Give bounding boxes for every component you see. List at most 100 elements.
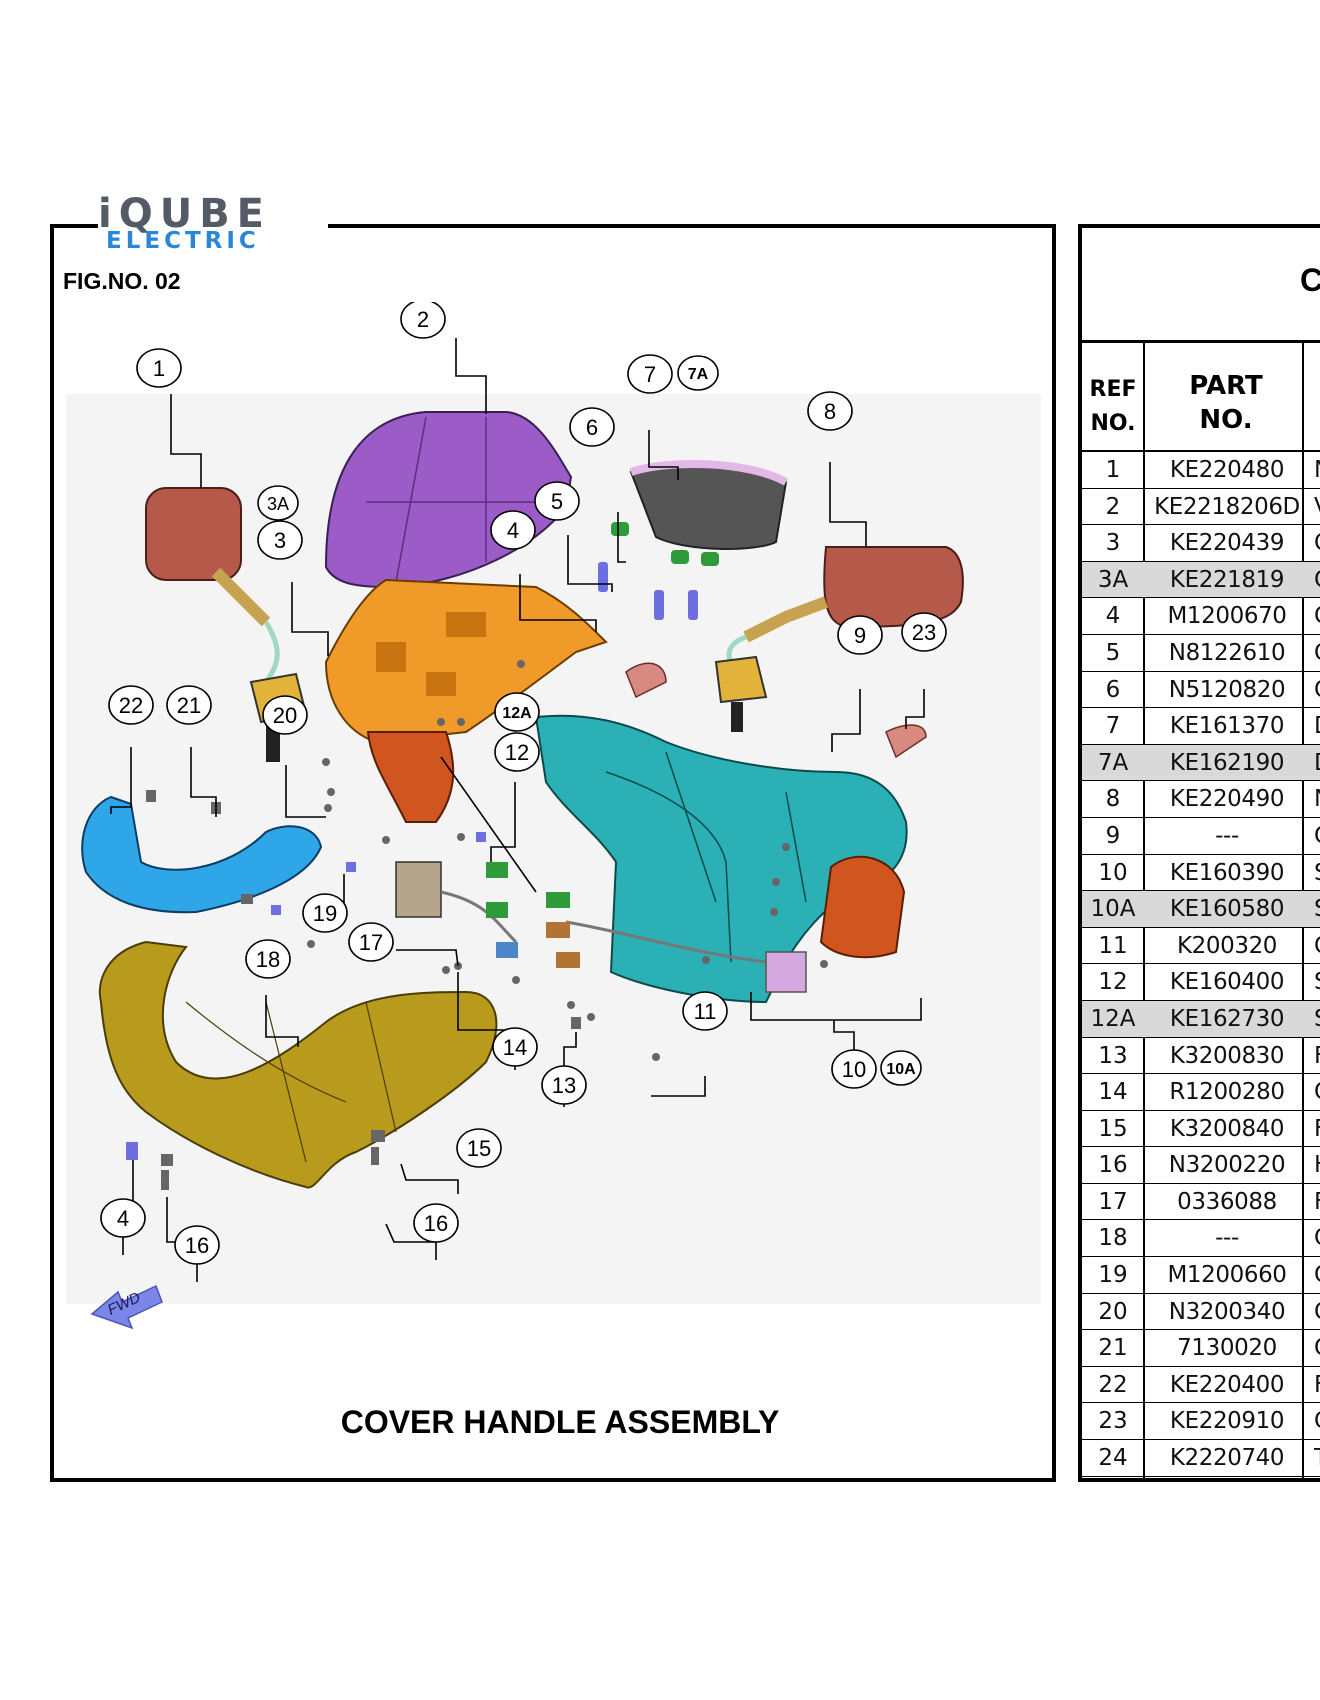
part-number-cell: --- [1215, 822, 1239, 849]
description-cell: D [1314, 708, 1320, 744]
part-number-cell: KE220439 [1169, 530, 1285, 557]
table-row: 13K3200830F [1082, 1038, 1320, 1075]
callout-1: 1 [153, 356, 165, 381]
ref-cell: 8 [1105, 786, 1121, 813]
callout-20: 20 [273, 703, 297, 728]
ref-cell: 12 [1098, 969, 1128, 996]
header-part-line2: NO. [1199, 405, 1253, 435]
ref-cell: 14 [1098, 1079, 1128, 1106]
description-cell: S [1314, 855, 1320, 891]
table-row: 3KE220439C [1082, 525, 1320, 562]
part-number-cell: --- [1215, 1225, 1239, 1252]
description-cell: C [1314, 818, 1320, 854]
part-number-cell: N3200220 [1168, 1152, 1286, 1179]
description-cell: F [1314, 1111, 1320, 1147]
part-number-cell: KE220400 [1169, 1371, 1285, 1398]
part-pad-right [885, 724, 927, 759]
table-row: 10A KE160580 S [1082, 891, 1320, 928]
callout-7: 7 [644, 362, 656, 387]
brand-logo: iQUBE ELECTRIC [98, 194, 328, 254]
ref-cell: 18 [1098, 1225, 1128, 1252]
part-number-cell: KE160580 [1169, 896, 1285, 923]
part-pad-left [625, 662, 667, 699]
callout-2: 2 [417, 307, 429, 332]
callout-3a: 3A [267, 494, 289, 514]
table-row: 11K200320C [1082, 928, 1320, 965]
callout-19: 19 [313, 901, 337, 926]
brand-logo-line2: ELECTRIC [106, 228, 260, 254]
ref-cell: 15 [1098, 1115, 1128, 1142]
callout-6: 6 [586, 415, 598, 440]
table-row: 7 KE161370 D [1082, 708, 1320, 745]
description-cell: V [1314, 489, 1320, 525]
ref-cell: 12A [1090, 1005, 1136, 1032]
ref-cell: 6 [1105, 676, 1121, 703]
part-number-cell: KE220910 [1169, 1408, 1285, 1435]
part-number-cell: KE162730 [1169, 1005, 1285, 1032]
table-row: 5N8122610C [1082, 635, 1320, 672]
parts-table-header: REF NO. PART NO. [1082, 340, 1320, 452]
ref-cell: 19 [1098, 1262, 1128, 1289]
callout-22: 22 [119, 693, 143, 718]
callout-3: 3 [274, 528, 286, 553]
callout-17: 17 [359, 930, 383, 955]
ref-cell: 7 [1105, 713, 1121, 740]
table-row: 2 KE2218206D V [1082, 489, 1320, 526]
ref-cell: 7A [1097, 749, 1129, 776]
part-number-cell: R1200280 [1169, 1079, 1285, 1106]
part-number-cell: KE161370 [1169, 713, 1285, 740]
header-part-line1: PART [1189, 371, 1263, 401]
part-switch-wiring [395, 861, 807, 993]
ref-cell: 3A [1097, 566, 1129, 593]
callout-4-lower: 4 [117, 1206, 129, 1231]
table-row: 23KE220910C [1082, 1403, 1320, 1441]
part-number-cell: M1200670 [1167, 603, 1287, 630]
callout-bubbles [100, 302, 947, 1265]
exploded-diagram: 1 2 3 3A 4 5 6 7 7A 8 9 10 10A 11 12 12A… [66, 302, 1041, 1330]
table-row: 16N3200220H [1082, 1147, 1320, 1184]
part-switch-cover-left [366, 731, 455, 823]
description-cell: N [1314, 452, 1320, 488]
part-number-cell: KE220480 [1169, 457, 1285, 483]
description-cell: C [1314, 1074, 1320, 1110]
description-cell: C [1314, 525, 1320, 561]
description-cell: C [1314, 672, 1320, 708]
description-cell: F [1314, 1184, 1320, 1220]
ref-cell: 10A [1090, 896, 1136, 923]
description-cell: S [1314, 891, 1320, 927]
part-number-cell: KE220490 [1169, 786, 1285, 813]
table-row: 12AKE162730S [1082, 1000, 1320, 1038]
callout-8: 8 [824, 399, 836, 424]
callout-12a: 12A [502, 705, 532, 722]
ref-cell: 21 [1098, 1335, 1128, 1362]
table-row: 1KE220480N [1082, 452, 1320, 489]
header-ref: REF NO. [1082, 373, 1144, 441]
description-cell: D [1314, 745, 1320, 781]
part-switch-cover-right [819, 855, 906, 959]
ref-cell: 13 [1098, 1042, 1128, 1069]
description-cell: C [1314, 1294, 1320, 1330]
callout-15: 15 [467, 1136, 491, 1161]
part-number-cell: K200320 [1176, 932, 1278, 959]
description-cell: C [1314, 1257, 1320, 1293]
ref-cell: 2 [1105, 493, 1121, 520]
header-part: PART NO. [1148, 369, 1304, 437]
table-row: 170336088F [1082, 1184, 1320, 1221]
part-number-cell: KE2218206D [1154, 493, 1300, 520]
ref-cell: 24 [1098, 1445, 1128, 1472]
part-fasteners [126, 660, 828, 1190]
table-row: 19 M1200660 C [1082, 1257, 1320, 1294]
callout-7a: 7A [688, 366, 709, 383]
table-row: 8KE220490N [1082, 781, 1320, 818]
part-number-cell: KE160400 [1169, 969, 1285, 996]
part-number-cell: M1200660 [1167, 1262, 1287, 1289]
description-cell: C [1314, 1330, 1320, 1366]
callout-21: 21 [177, 693, 201, 718]
description-cell: F [1314, 1038, 1320, 1074]
part-number-cell: K2220740 [1169, 1445, 1285, 1472]
callout-18: 18 [256, 947, 280, 972]
part-display [629, 460, 788, 550]
description-cell: C [1314, 635, 1320, 671]
callout-14: 14 [503, 1035, 527, 1060]
ref-cell: 22 [1098, 1371, 1128, 1398]
